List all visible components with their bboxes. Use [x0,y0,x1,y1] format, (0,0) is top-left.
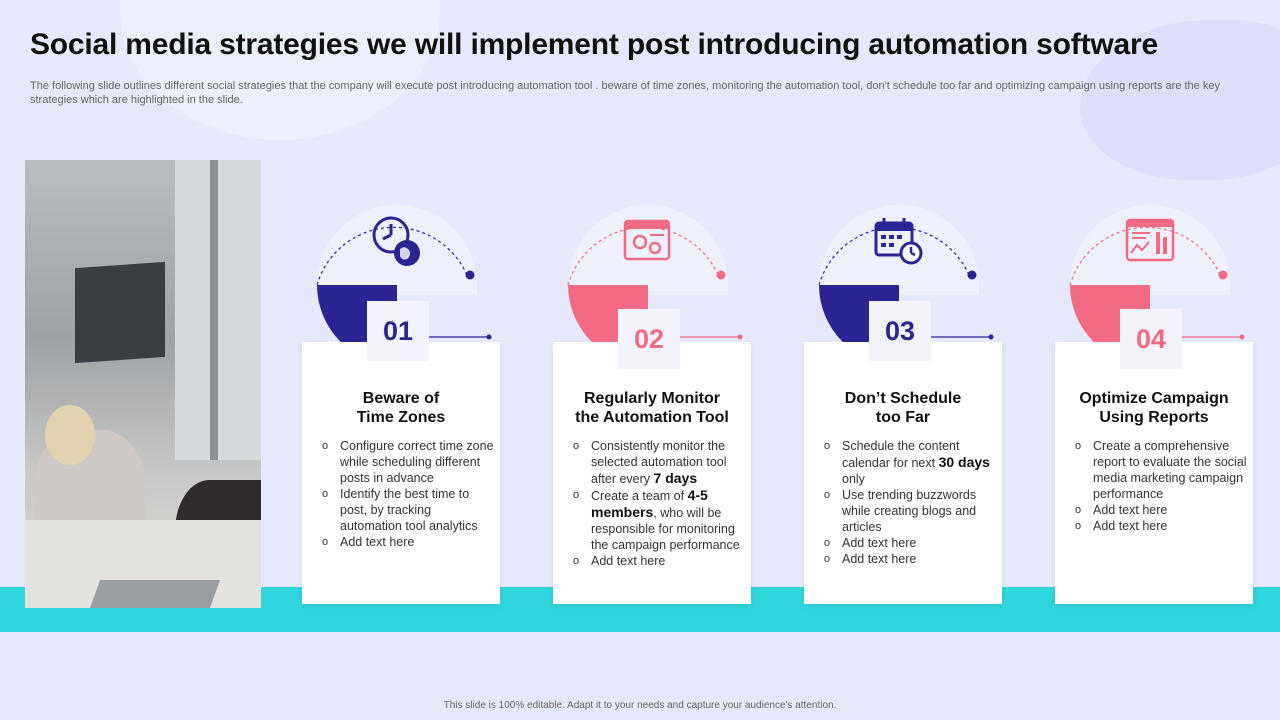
bullet-text: only [842,472,865,486]
bullet-item: Use trending buzzwords while creating bl… [824,487,996,535]
bullet-text: Configure correct time zone while schedu… [340,439,494,485]
bullet-text: Create a comprehensive report to evaluat… [1093,439,1247,501]
card-body: Optimize Campaign Using ReportsCreate a … [1055,342,1253,604]
bullet-highlight: 7 days [653,470,698,486]
strategy-card-03: Don’t Schedule too FarSchedule the conte… [804,195,1004,605]
strategy-card-04: Optimize Campaign Using ReportsCreate a … [1055,195,1255,605]
step-number: 03 [869,301,931,361]
card-title: Beware of Time Zones [356,390,446,426]
card-body: Beware of Time ZonesConfigure correct ti… [302,342,500,604]
card-title: Regularly Monitor the Automation Tool [575,390,729,426]
bullet-text: Consistently monitor the selected automa… [591,439,727,486]
card-body: Don’t Schedule too FarSchedule the conte… [804,342,1002,604]
card-body: Regularly Monitor the Automation ToolCon… [553,342,751,604]
page-subtitle: The following slide outlines different s… [30,80,1220,106]
bullet-item: Add text here [824,551,996,567]
bullet-text: Add text here [1093,503,1168,517]
bullet-text: Use trending buzzwords while creating bl… [842,488,977,534]
strategy-card-02: Regularly Monitor the Automation ToolCon… [553,195,753,605]
bullet-item: Add text here [1075,502,1247,518]
page-title: Social media strategies we will implemen… [30,28,1158,61]
bullet-text: Schedule the content calendar for next [842,439,960,470]
bullet-item: Configure correct time zone while schedu… [322,438,494,486]
bullet-text: Identify the best time to post, by track… [340,487,478,533]
step-number: 01 [367,301,429,361]
bullet-highlight: 4-5 members [591,487,708,520]
bullet-list: Schedule the content calendar for next 3… [824,438,996,567]
footer-note: This slide is 100% editable. Adapt it to… [443,700,837,711]
bullet-list: Configure correct time zone while schedu… [322,438,494,550]
step-number: 02 [618,309,680,369]
browser-gear-icon [620,213,676,269]
bullet-text: Add text here [842,536,917,550]
bullet-text: Add text here [340,535,415,549]
bullet-highlight: 30 days [938,454,990,470]
bullet-item: Create a team of 4-5 members, who will b… [573,487,745,553]
bullet-list: Consistently monitor the selected automa… [573,438,745,569]
bullet-text: Add text here [591,554,666,568]
card-title: Don’t Schedule too Far [844,390,962,426]
bullet-text: , who will be responsible for monitoring… [591,506,740,552]
report-dashboard-icon [1122,213,1178,269]
bullet-item: Identify the best time to post, by track… [322,486,494,534]
step-number: 04 [1120,309,1182,369]
bullet-text: Add text here [1093,519,1168,533]
bullet-item: Add text here [1075,518,1247,534]
bullet-list: Create a comprehensive report to evaluat… [1075,438,1247,534]
bullet-text: Create a team of [591,489,688,503]
bullet-item: Consistently monitor the selected automa… [573,438,745,487]
background-blob [120,0,440,140]
bullet-item: Add text here [573,553,745,569]
bullet-text: Add text here [842,552,917,566]
bullet-item: Create a comprehensive report to evaluat… [1075,438,1247,502]
office-meeting-photo [25,160,261,608]
clock-globe-icon [369,213,425,269]
bullet-item: Add text here [322,534,494,550]
card-title: Optimize Campaign Using Reports [1079,390,1229,426]
bullet-item: Add text here [824,535,996,551]
bullet-item: Schedule the content calendar for next 3… [824,438,996,487]
calendar-clock-icon [871,213,927,269]
strategy-card-01: Beware of Time ZonesConfigure correct ti… [302,195,502,605]
